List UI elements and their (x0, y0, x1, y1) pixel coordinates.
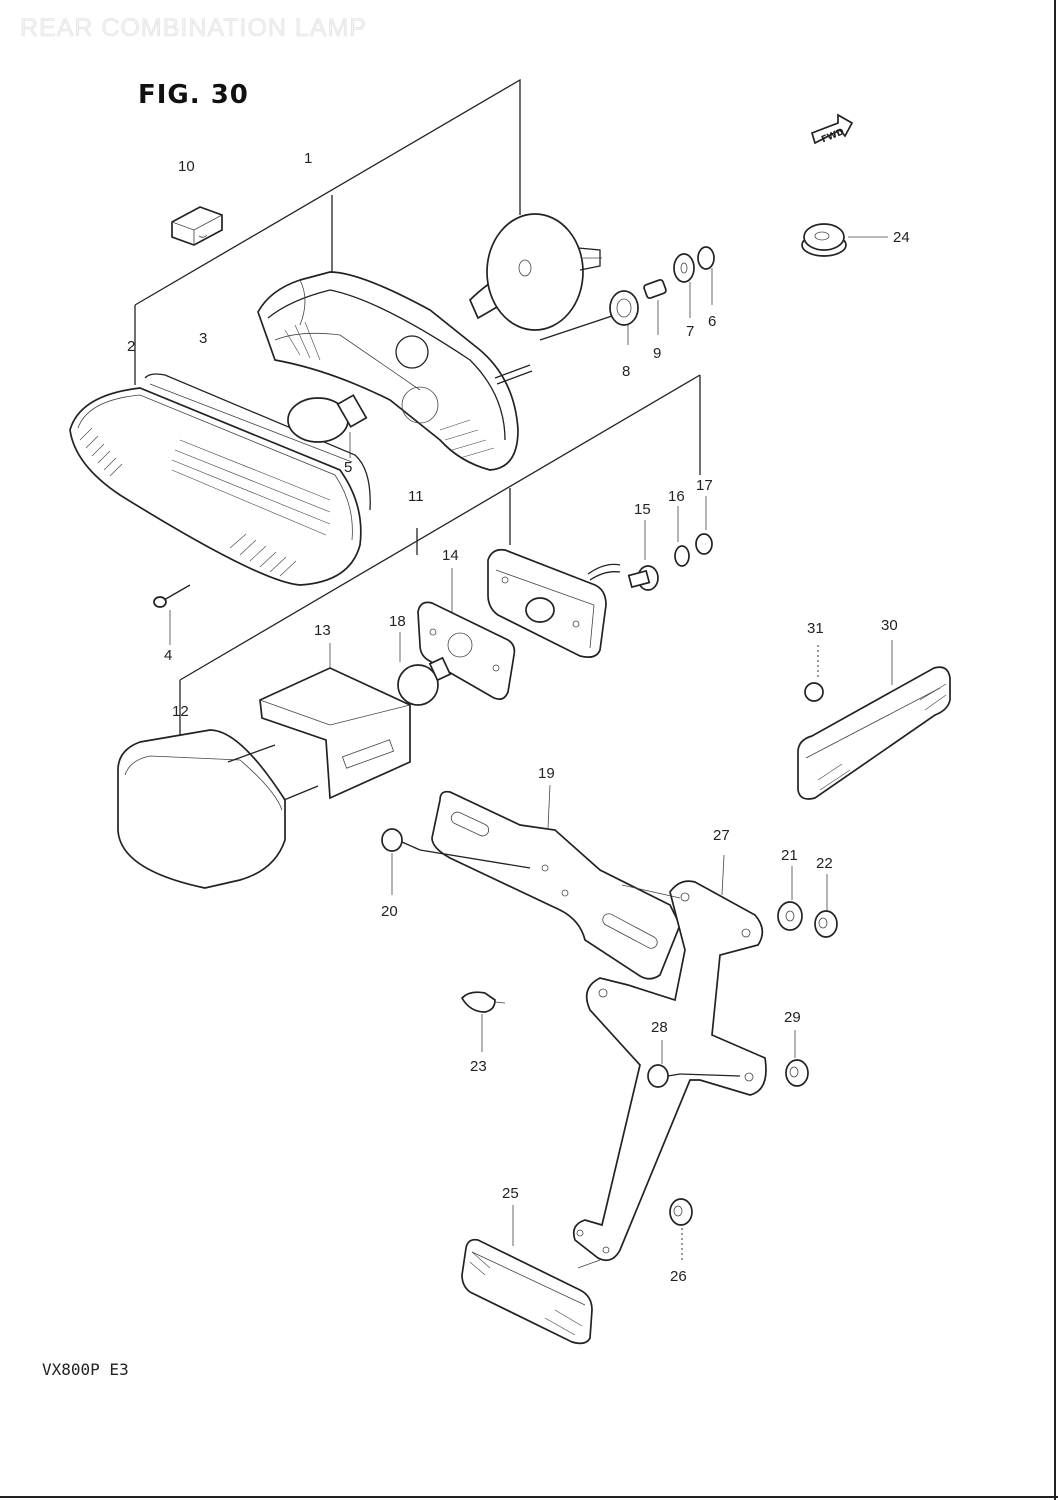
part-12-turn-signal-lens (117, 729, 319, 889)
part-4-screw (153, 584, 191, 645)
part-29-nut (785, 1030, 809, 1087)
part-28-bolt (647, 1040, 741, 1088)
callout-22: 22 (816, 855, 833, 872)
callout-12: 12 (172, 703, 189, 720)
part-22-nut (814, 874, 838, 938)
callout-7: 7 (686, 323, 694, 340)
callout-29: 29 (784, 1009, 801, 1026)
part-17-nut (695, 496, 713, 555)
assembly-bracket-lines (134, 78, 701, 735)
callout-31: 31 (807, 620, 824, 637)
callout-4: 4 (164, 647, 172, 664)
callout-23: 23 (470, 1058, 487, 1075)
model-code-label: VX800P E3 (42, 1360, 129, 1379)
part-25-reflector (461, 1205, 601, 1345)
callout-5: 5 (344, 459, 352, 476)
callout-25: 25 (502, 1185, 519, 1202)
part-19-license-bracket (431, 784, 681, 980)
callout-26: 26 (670, 1268, 687, 1285)
license-lamp-housing (487, 548, 621, 658)
callout-10: 10 (178, 158, 195, 175)
callout-17: 17 (696, 477, 713, 494)
part-14-gasket-plate (417, 568, 516, 700)
callout-27: 27 (713, 827, 730, 844)
callout-30: 30 (881, 617, 898, 634)
callout-9: 9 (653, 345, 661, 362)
callout-21: 21 (781, 847, 798, 864)
callout-2: 2 (127, 338, 135, 355)
tail-lamp-housing (257, 213, 613, 471)
callout-20: 20 (381, 903, 398, 920)
part-9-collar (643, 278, 667, 335)
part-5-bulb (287, 394, 368, 458)
part-20-bolt (381, 828, 531, 895)
part-15-screw (627, 520, 659, 591)
part-27-rear-bracket (572, 854, 767, 1262)
callout-6: 6 (708, 313, 716, 330)
callout-28: 28 (651, 1019, 668, 1036)
part-31-nut (804, 645, 824, 702)
part-26-nut (669, 1198, 693, 1262)
callout-24: 24 (893, 229, 910, 246)
callout-1: 1 (304, 150, 312, 167)
part-30-reflector (797, 640, 951, 800)
callout-19: 19 (538, 765, 555, 782)
part-7-washer (673, 253, 695, 318)
part-6-nut (697, 246, 715, 305)
part-10-cap (171, 206, 223, 246)
part-24-grommet (801, 223, 888, 257)
part-8-nut (609, 290, 639, 345)
tail-lamp-lens (69, 373, 371, 586)
callout-14: 14 (442, 547, 459, 564)
forward-direction-icon: FWD (810, 113, 854, 145)
part-16-washer (674, 506, 690, 567)
callout-16: 16 (668, 488, 685, 505)
page-header-watermark: REAR COMBINATION LAMP (20, 14, 367, 43)
callout-8: 8 (622, 363, 630, 380)
page-bottom-border (0, 1496, 1058, 1498)
figure-title: FIG. 30 (138, 80, 249, 110)
part-21-washer (777, 866, 803, 931)
callout-18: 18 (389, 613, 406, 630)
part-13-signal-bracket (259, 643, 411, 800)
callout-11: 11 (408, 488, 424, 505)
page-right-border (1054, 0, 1056, 1500)
callout-13: 13 (314, 622, 331, 639)
callout-3: 3 (199, 330, 207, 347)
part-18-bulb (397, 632, 452, 706)
callout-15: 15 (634, 501, 651, 518)
part-number-callouts: 1 2 3 4 5 6 7 8 9 10 11 12 13 14 15 16 1… (127, 150, 910, 1285)
part-23-clip (460, 991, 506, 1052)
